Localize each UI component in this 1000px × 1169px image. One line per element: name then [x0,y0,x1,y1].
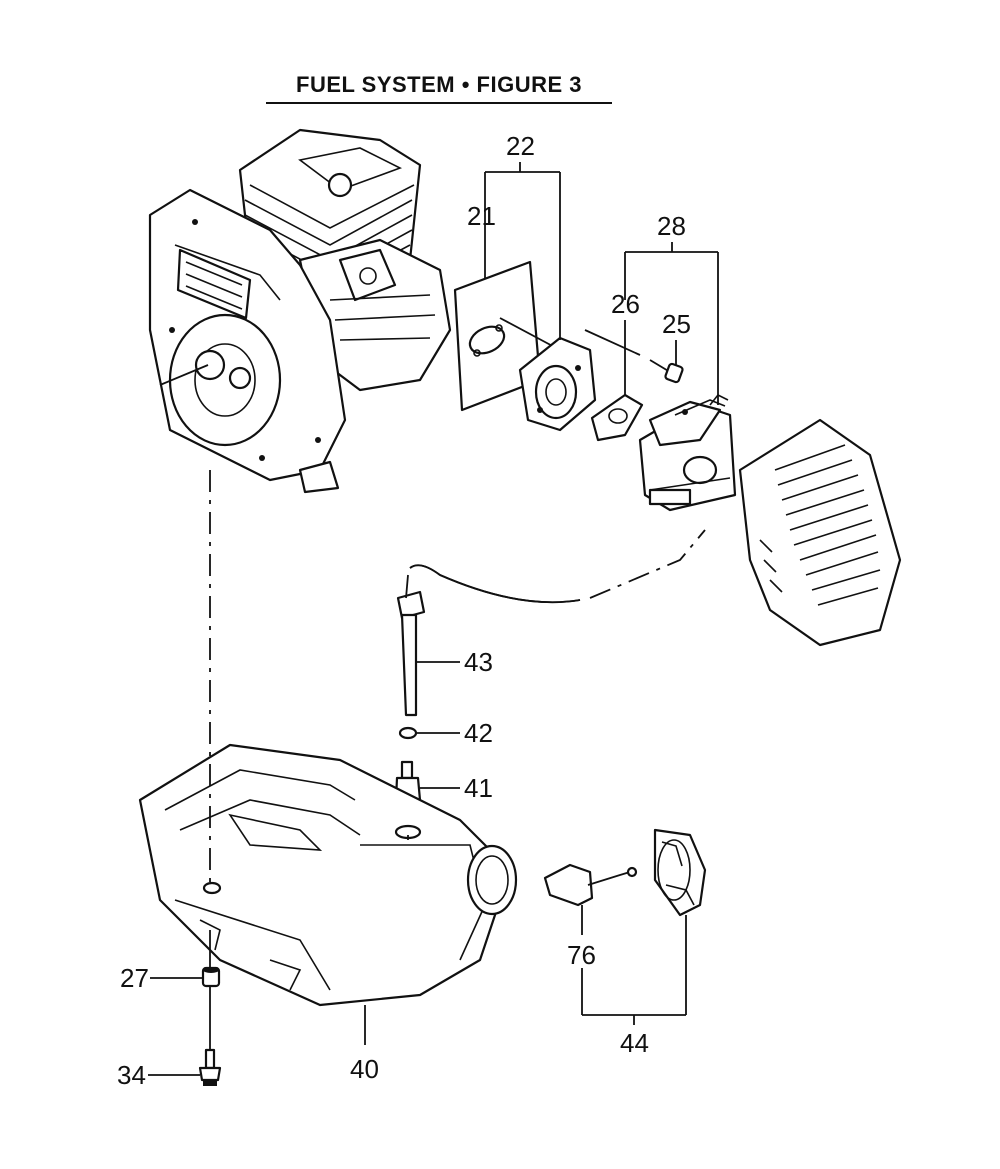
callout-27: 27 [120,963,149,993]
callout-42: 42 [464,718,493,748]
insulator-gasket-part-21 [453,260,561,412]
fuel-tank-part-40 [138,743,518,1007]
alignment-lines [209,470,409,885]
air-filter-cover-illustration [738,418,902,647]
carburetor-gasket-part-26 [590,393,644,442]
callout-43: 43 [464,647,493,677]
callout-76: 76 [567,940,596,970]
carburetor-part-28 [638,393,737,512]
callout-40: 40 [350,1054,379,1084]
clip-part-42 [398,726,418,740]
cap-retainer-part-76 [543,863,638,907]
screw-part-25 [649,359,684,384]
fuel-cap-part-44 [653,828,707,917]
callout-26: 26 [611,289,640,319]
grommet-part-27 [201,966,221,988]
callout-41: 41 [464,773,493,803]
callout-labels: 22 21 28 26 25 43 42 41 27 40 34 76 44 [117,131,691,1090]
callout-22: 22 [506,131,535,161]
callout-25: 25 [662,309,691,339]
engine-assembly-illustration [148,128,452,494]
figure-title: FUEL SYSTEM • FIGURE 3 [266,72,612,104]
callout-28: 28 [657,211,686,241]
fuel-line-part-43 [396,529,706,717]
fitting-part-34 [198,1048,222,1086]
callout-34: 34 [117,1060,146,1090]
leader-lines [148,162,719,1076]
callout-21: 21 [467,201,496,231]
callout-44: 44 [620,1028,649,1058]
